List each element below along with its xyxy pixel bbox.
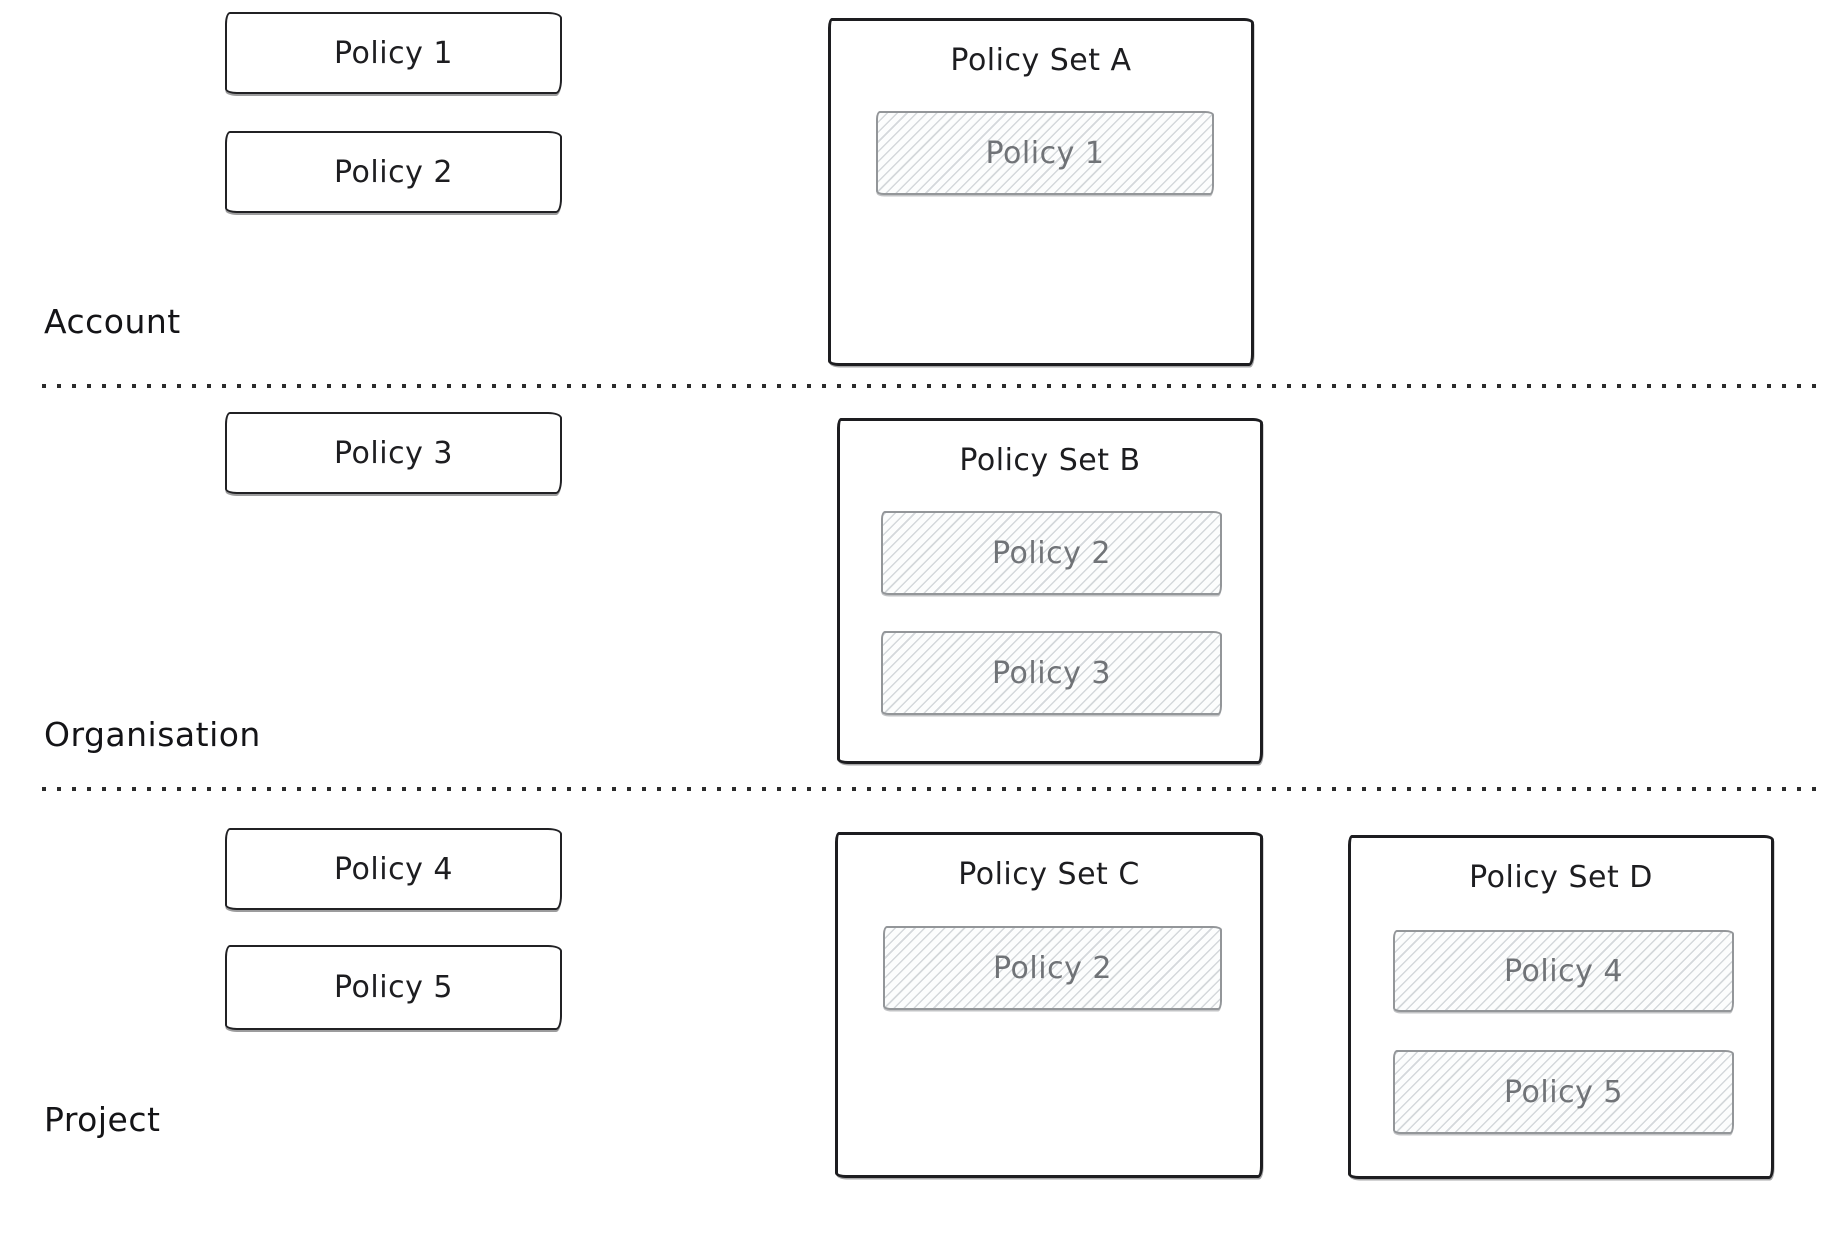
section-label-account: Account xyxy=(44,302,181,341)
attached-policy: Policy 1 xyxy=(876,111,1214,195)
policy-box-label: Policy 1 xyxy=(334,35,453,71)
attached-policy-label: Policy 3 xyxy=(992,655,1111,691)
policy-set-c: Policy Set C Policy 2 xyxy=(835,832,1263,1178)
section-label-organisation: Organisation xyxy=(44,715,261,754)
policy-box-label: Policy 3 xyxy=(334,435,453,471)
policy-box-label: Policy 2 xyxy=(334,154,453,190)
policy-box-policy-1: Policy 1 xyxy=(225,12,562,94)
attached-policy: Policy 4 xyxy=(1393,930,1734,1012)
attached-policy-label: Policy 2 xyxy=(993,950,1112,986)
policy-set-a: Policy Set A Policy 1 xyxy=(828,18,1254,366)
policy-box-label: Policy 4 xyxy=(334,851,453,887)
policy-set-d: Policy Set D Policy 4 Policy 5 xyxy=(1348,835,1774,1179)
policy-box-policy-4: Policy 4 xyxy=(225,828,562,910)
policy-set-title: Policy Set C xyxy=(958,857,1140,892)
attached-policy: Policy 3 xyxy=(881,631,1222,715)
attached-policy-label: Policy 5 xyxy=(1504,1074,1623,1110)
section-divider xyxy=(42,384,1826,388)
policy-set-title: Policy Set D xyxy=(1469,860,1653,895)
attached-policy: Policy 5 xyxy=(1393,1050,1734,1134)
attached-policy-label: Policy 1 xyxy=(985,135,1105,171)
attached-policy: Policy 2 xyxy=(883,926,1222,1010)
section-divider xyxy=(42,787,1826,791)
attached-policy-label: Policy 2 xyxy=(992,535,1111,571)
attached-policy-label: Policy 4 xyxy=(1504,953,1623,989)
policy-set-title: Policy Set B xyxy=(959,443,1141,478)
attached-policy: Policy 2 xyxy=(881,511,1222,595)
section-label-project: Project xyxy=(44,1100,161,1139)
policy-box-policy-3: Policy 3 xyxy=(225,412,562,494)
policy-set-title: Policy Set A xyxy=(950,43,1132,78)
policy-box-label: Policy 5 xyxy=(334,970,453,1005)
policy-box-policy-5: Policy 5 xyxy=(225,945,562,1030)
policy-box-policy-2: Policy 2 xyxy=(225,131,562,213)
policy-set-b: Policy Set B Policy 2 Policy 3 xyxy=(837,418,1263,764)
